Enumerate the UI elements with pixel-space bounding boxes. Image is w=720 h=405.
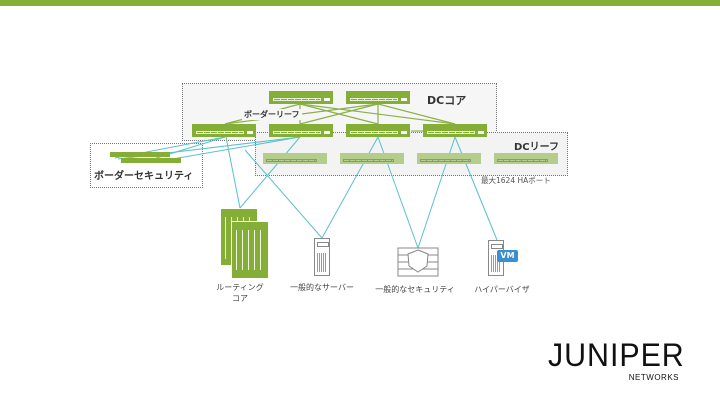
security-caption: 一般的なセキュリティ [375, 285, 455, 294]
routing-core-caption: ルーティング コア [216, 283, 264, 303]
logo-subtext: NETWORKS [628, 373, 679, 382]
border-leaf-label: ボーダーリーフ [242, 109, 302, 120]
max-ports-label: 最大1624 HAポート [481, 176, 551, 185]
routing-link [225, 136, 241, 209]
dc-leaf-switch[interactable] [263, 153, 327, 164]
border-security-device[interactable] [121, 158, 181, 163]
dc-leaf-switch[interactable] [494, 153, 558, 164]
security-link [154, 136, 301, 163]
core-link [377, 103, 456, 125]
hypervisor-caption: ハイパーバイザ [474, 285, 530, 294]
dc-leaf-switch[interactable] [417, 153, 481, 164]
border-leaf-switch[interactable] [192, 124, 256, 137]
border-security-label: ボーダーセキュリティ [94, 171, 194, 182]
server-link [244, 149, 323, 239]
server-icon[interactable] [314, 238, 330, 276]
routing-link [239, 136, 301, 209]
logo-wordmark: JUNIPER [548, 337, 685, 373]
core-switch[interactable] [346, 91, 410, 104]
border-security-device[interactable] [110, 152, 170, 157]
leaf-switch[interactable] [346, 124, 410, 137]
leaf-switch[interactable] [423, 124, 487, 137]
vm-badge: VM [497, 250, 518, 262]
server-caption: 一般的なサーバー [290, 283, 354, 292]
core-link [299, 103, 379, 125]
top-accent-bar [0, 0, 720, 6]
border-leaf-switch[interactable] [269, 124, 333, 137]
dc-core-label: DCコア [427, 94, 467, 107]
dc-leaf-label: DCリーフ [514, 142, 560, 153]
core-switch[interactable] [269, 91, 333, 104]
dc-leaf-switch[interactable] [340, 153, 404, 164]
chassis-router-icon[interactable] [221, 209, 269, 279]
juniper-logo: JUNIPER NETWORKS [548, 337, 693, 385]
